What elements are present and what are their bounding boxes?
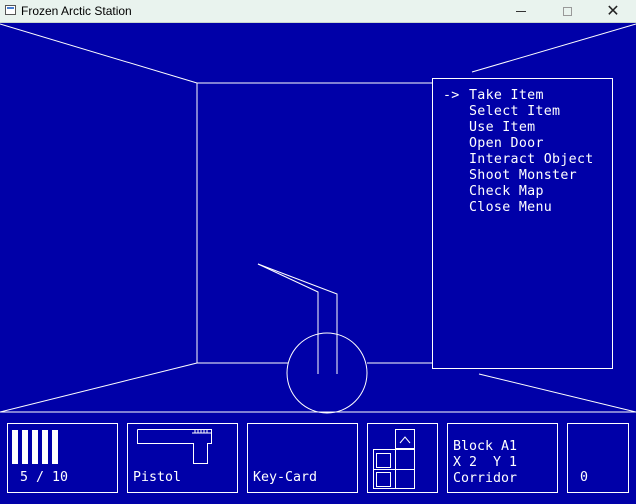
close-icon: ✕ xyxy=(606,1,620,20)
location-panel: Block A1 X 2 Y 1 Corridor xyxy=(447,423,558,493)
item-panel[interactable]: Key-Card xyxy=(247,423,358,493)
menu-item-interact-object[interactable]: Interact Object xyxy=(469,152,594,167)
wall-edge-top-left xyxy=(0,23,198,84)
app-icon xyxy=(5,5,16,15)
weapon-name: Pistol xyxy=(133,470,182,485)
minimize-icon xyxy=(516,10,526,12)
ammo-bar xyxy=(42,430,48,464)
floor-edge-right xyxy=(478,373,636,413)
maximize-button[interactable] xyxy=(544,0,590,22)
minimize-button[interactable] xyxy=(498,0,544,22)
score-value: 0 xyxy=(580,470,589,485)
pistol-barrel-outline xyxy=(257,263,319,374)
maximize-icon xyxy=(562,6,572,16)
menu-item-shoot-monster[interactable]: Shoot Monster xyxy=(469,168,577,183)
weapon-sprite xyxy=(257,263,368,414)
score-panel: 0 xyxy=(567,423,629,493)
menu-cursor: -> xyxy=(443,88,460,103)
ammo-count: 5 / 10 xyxy=(20,470,69,485)
ammo-bar xyxy=(32,430,38,464)
window-titlebar: Frozen Arctic Station ✕ xyxy=(0,0,636,23)
ammo-panel: 5 / 10 xyxy=(7,423,118,493)
menu-item-close-menu[interactable]: Close Menu xyxy=(469,200,553,215)
close-button[interactable]: ✕ xyxy=(590,0,636,22)
pistol-barrel-inner xyxy=(257,263,338,374)
ammo-bar xyxy=(52,430,58,464)
minimap-panel[interactable] xyxy=(367,423,438,493)
minimap-icon xyxy=(373,429,415,489)
wall-edge-top-right xyxy=(471,23,636,73)
floor-edge-left xyxy=(0,362,198,413)
menu-item-check-map[interactable]: Check Map xyxy=(469,184,544,199)
menu-item-open-door[interactable]: Open Door xyxy=(469,136,544,151)
game-viewport[interactable] xyxy=(0,23,636,415)
chevron-up-icon xyxy=(399,436,411,444)
pistol-grip-circle xyxy=(286,332,368,414)
action-menu: ->Take Item Select Item Use Item Open Do… xyxy=(432,78,613,369)
location-coords: X 2 Y 1 xyxy=(453,455,518,470)
menu-item-select-item[interactable]: Select Item xyxy=(469,104,561,119)
ammo-bar xyxy=(12,430,18,464)
menu-item-use-item[interactable]: Use Item xyxy=(469,120,536,135)
pistol-icon xyxy=(137,429,212,464)
location-block: Block A1 xyxy=(453,439,518,454)
item-name: Key-Card xyxy=(253,470,318,485)
menu-item-take-item[interactable]: ->Take Item xyxy=(443,88,544,103)
location-area: Corridor xyxy=(453,471,518,486)
weapon-panel[interactable]: Pistol xyxy=(127,423,238,493)
window-title: Frozen Arctic Station xyxy=(21,4,132,18)
ammo-bar xyxy=(22,430,28,464)
